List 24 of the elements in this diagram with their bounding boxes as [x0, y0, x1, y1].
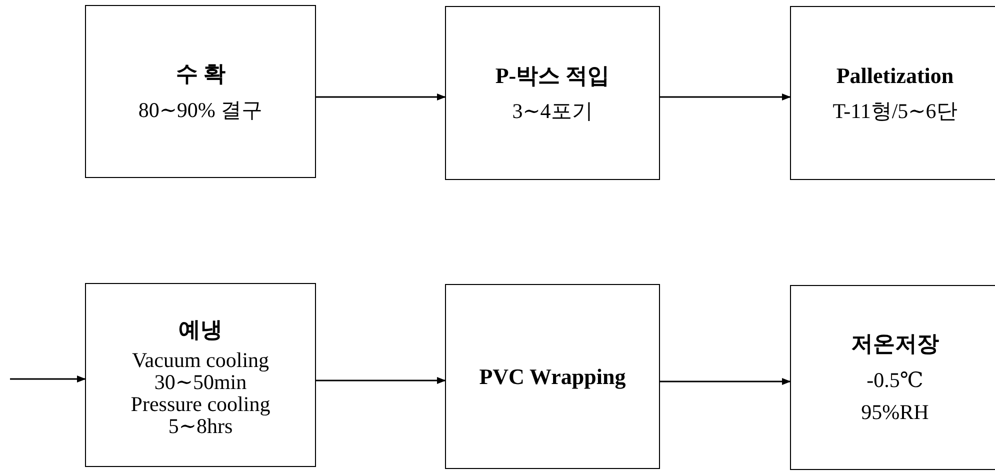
process-box	[790, 6, 995, 180]
arrow	[316, 376, 446, 384]
process-box	[445, 284, 660, 469]
step-title: 수 확	[176, 60, 226, 88]
process-box	[85, 5, 316, 178]
step-title: 저온저장	[851, 330, 939, 358]
step-title: PVC Wrapping	[479, 362, 626, 390]
step-detail: Pressure cooling 5∼8hrs	[130, 393, 272, 438]
arrow	[660, 93, 791, 101]
step-title: Palletization	[836, 62, 954, 90]
step-detail: -0.5℃	[866, 366, 924, 393]
process-box	[790, 285, 995, 470]
step-title: P-박스 적입	[495, 62, 610, 90]
process-box	[85, 283, 316, 467]
step-detail: 3∼4포기	[512, 98, 593, 124]
arrow	[660, 378, 791, 386]
arrow	[10, 375, 86, 383]
step-detail: 80∼90% 결구	[138, 96, 263, 123]
arrow	[316, 93, 446, 101]
process-box	[445, 6, 660, 180]
step-detail: T-11형/5∼6단	[832, 98, 958, 124]
step-title: 예냉	[178, 316, 222, 344]
step-detail: 95%RH	[861, 398, 929, 425]
step-detail: Vacuum cooling 30∼50min	[130, 349, 270, 394]
